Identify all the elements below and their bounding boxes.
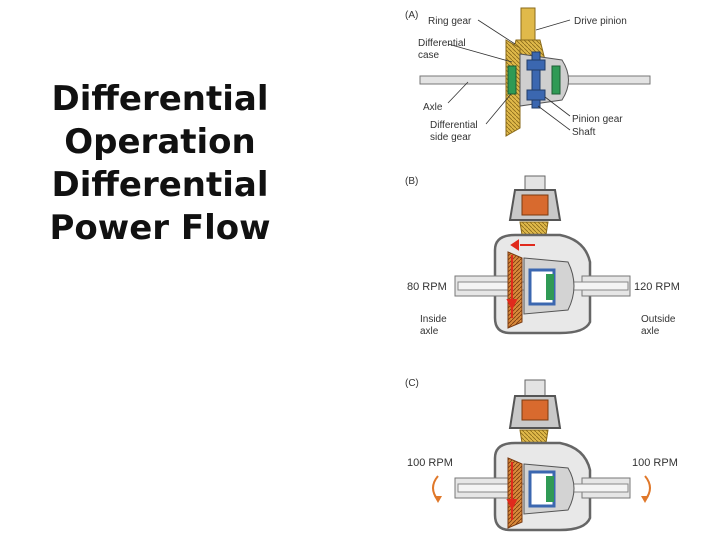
panel-a-tag: (A): [405, 10, 418, 21]
panel-b: (B) 80 RPM 120 RPM Inside axle Outside a…: [405, 176, 680, 337]
panel-a: (A) Ring gear Drive pinion Differential: [405, 8, 650, 143]
rpm-left-b: 80 RPM: [407, 281, 447, 293]
pinion-bearing: [522, 195, 548, 215]
rpm-right-c: 100 RPM: [632, 457, 678, 469]
side-gear-c: [546, 476, 554, 502]
label-side-gear-1: Differential: [430, 120, 478, 131]
label-drive-pinion: Drive pinion: [574, 16, 627, 27]
pinion-bearing-c: [522, 400, 548, 420]
side-gear-right: [552, 66, 560, 94]
label-side-gear-2: side gear: [430, 132, 472, 143]
ring-gear-b: [508, 252, 522, 328]
panel-b-tag: (B): [405, 176, 418, 187]
label-differential-case-1: Differential: [418, 38, 466, 49]
rpm-right-b: 120 RPM: [634, 281, 680, 293]
panel-c: (C) 100 RPM 100 RPM: [405, 378, 678, 530]
label-axle: Axle: [423, 102, 443, 113]
side-gear-b: [546, 274, 554, 300]
rpm-left-c: 100 RPM: [407, 457, 453, 469]
pinion-gear-bottom: [527, 90, 545, 100]
label-inside-axle-2: axle: [420, 326, 439, 337]
pinion-gear-top: [527, 60, 545, 70]
label-differential-case-2: case: [418, 50, 440, 61]
label-outside-axle-2: axle: [641, 326, 660, 337]
label-ring-gear: Ring gear: [428, 16, 472, 27]
label-shaft: Shaft: [572, 127, 596, 138]
pinion-shaft-top: [525, 176, 545, 190]
label-pinion-gear: Pinion gear: [572, 114, 623, 125]
label-outside-axle-1: Outside: [641, 314, 676, 325]
panel-c-tag: (C): [405, 378, 419, 389]
ring-gear-c: [508, 458, 522, 528]
side-gear-left: [508, 66, 516, 94]
pinion-shaft-top-c: [525, 380, 545, 396]
label-inside-axle-1: Inside: [420, 314, 447, 325]
